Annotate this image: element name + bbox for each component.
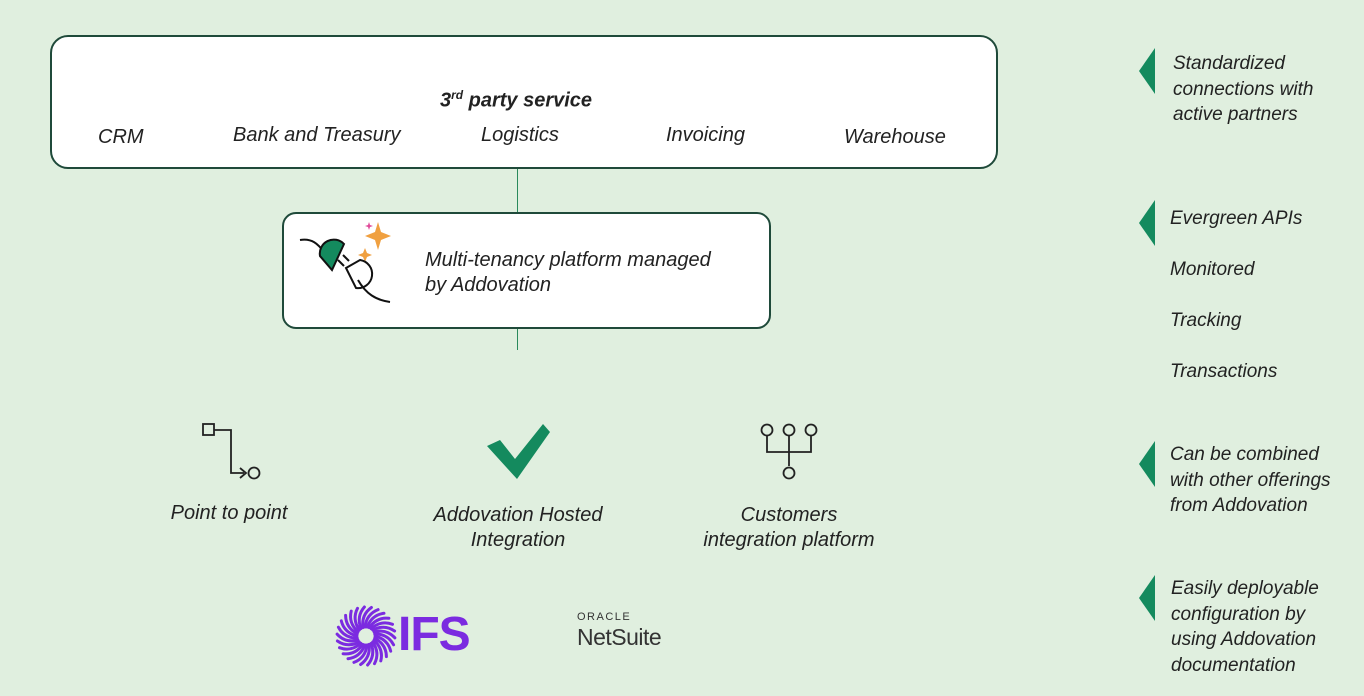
- right-block-evergreen: Evergreen APIs Monitored Tracking Transa…: [1170, 208, 1303, 382]
- ifs-logo: [334, 604, 469, 673]
- integration-platform-icon: [758, 420, 822, 489]
- option-customer-platform-label: Customers integration platform: [703, 504, 875, 551]
- marker-triangle-3: [1139, 441, 1155, 487]
- marker-triangle-4: [1139, 575, 1155, 621]
- third-party-service-box: 3rd party service CRM Bank and Treasury …: [50, 35, 998, 169]
- right-block-deployable: Easily deployable configuration by using…: [1171, 578, 1319, 676]
- service-item-logistics: Logistics: [481, 124, 559, 146]
- ifs-logo-text: IFS: [398, 608, 471, 661]
- platform-box: Multi-tenancy platform managed by Addova…: [282, 212, 771, 329]
- connector-line-bottom: [517, 328, 518, 350]
- option-point-to-point-label: Point to point: [170, 502, 288, 524]
- service-item-crm: CRM: [98, 126, 144, 148]
- service-item-invoicing: Invoicing: [666, 124, 745, 146]
- service-item-warehouse: Warehouse: [844, 126, 946, 148]
- netsuite-logo: ORACLE NetSuite: [577, 610, 662, 650]
- platform-description: Multi-tenancy platform managed by Addova…: [425, 249, 711, 296]
- point-to-point-icon: [200, 421, 264, 490]
- option-hosted-label: Addovation Hosted Integration: [433, 504, 603, 551]
- plug-connector-icon: [298, 218, 398, 309]
- service-box-title: 3rd party service: [439, 88, 593, 112]
- marker-triangle-1: [1139, 48, 1155, 94]
- checkmark-icon: [484, 422, 554, 487]
- connector-line-top: [517, 169, 518, 213]
- marker-triangle-2: [1139, 200, 1155, 246]
- netsuite-wordmark: NetSuite: [577, 624, 662, 650]
- right-block-standardized: Standardized connections with active par…: [1173, 53, 1314, 125]
- service-item-bank: Bank and Treasury: [233, 124, 401, 146]
- right-block-combined: Can be combined with other offerings fro…: [1170, 444, 1331, 516]
- oracle-wordmark: ORACLE: [577, 611, 632, 623]
